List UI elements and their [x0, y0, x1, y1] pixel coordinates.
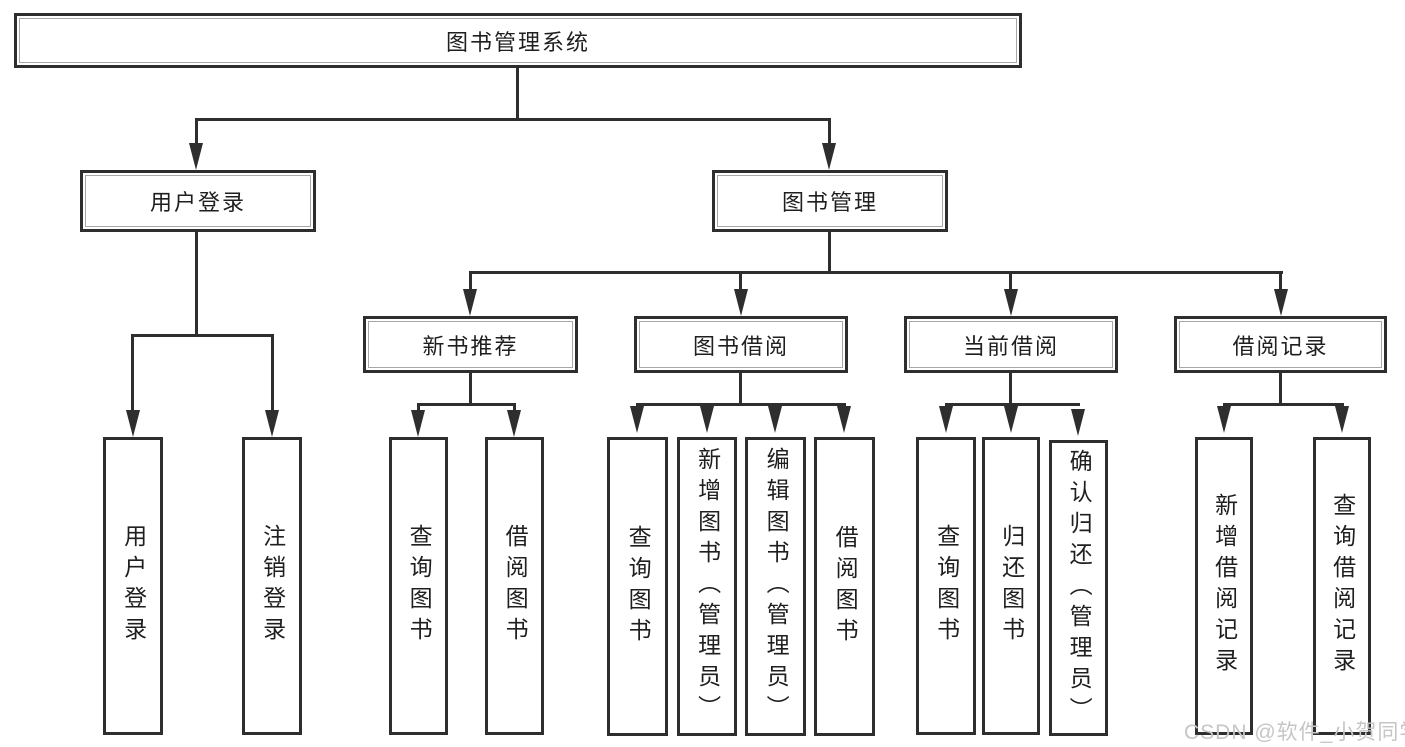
leaf-query-books-borrow-label: 查询图书 [625, 524, 652, 649]
leaf-query-books-current: 查询图书 [916, 437, 976, 735]
connector-line [469, 373, 472, 406]
connector-arrow [189, 143, 203, 170]
connector-line [516, 68, 519, 120]
connector-arrow [630, 406, 644, 433]
connector-line [828, 118, 831, 148]
leaf-add-books-admin-label: 新增图书（管理员） [694, 447, 721, 726]
connector-line [417, 403, 516, 406]
connector-arrow [463, 289, 477, 316]
connector-line [131, 334, 134, 414]
connector-line [945, 403, 1080, 406]
node-user-login: 用户登录 [80, 170, 316, 232]
leaf-add-books-admin: 新增图书（管理员） [677, 437, 737, 736]
connector-arrow [1217, 406, 1231, 433]
node-borrow-record: 借阅记录 [1174, 316, 1387, 373]
csdn-watermark: CSDN @软件_小贺同学 [1184, 721, 1405, 744]
connector-arrow [1071, 409, 1085, 436]
connector-arrow [507, 410, 521, 437]
leaf-query-books-current-label: 查询图书 [933, 524, 960, 648]
connector-line [469, 271, 1283, 274]
connector-line [195, 118, 198, 148]
connector-line [1009, 373, 1012, 406]
leaf-return-books-label: 归还图书 [998, 524, 1025, 648]
connector-line [739, 271, 742, 293]
leaf-confirm-return-admin: 确认归还（管理员） [1049, 440, 1108, 736]
connector-arrow [1004, 289, 1018, 316]
connector-arrow [734, 289, 748, 316]
node-new-book-recommend-label: 新书推荐 [422, 333, 519, 359]
node-borrow-record-label: 借阅记录 [1232, 333, 1329, 359]
connector-line [417, 403, 420, 415]
connector-line [131, 334, 274, 337]
connector-arrow [700, 406, 714, 433]
connector-arrow [837, 406, 851, 433]
leaf-edit-books-admin-label: 编辑图书（管理员） [763, 447, 790, 726]
leaf-borrow-books: 借阅图书 [814, 437, 875, 736]
leaf-user-login-label: 用户登录 [120, 524, 147, 648]
leaf-borrow-books-recommend: 借阅图书 [485, 437, 544, 735]
connector-line [513, 403, 516, 415]
leaf-query-borrow-record: 查询借阅记录 [1313, 437, 1371, 735]
connector-line [739, 373, 742, 406]
connector-line [1009, 271, 1012, 293]
connector-arrow [1004, 406, 1018, 433]
connector-arrow [126, 410, 140, 437]
connector-arrow [1335, 406, 1349, 433]
node-new-book-recommend: 新书推荐 [363, 316, 578, 373]
leaf-edit-books-admin: 编辑图书（管理员） [745, 437, 806, 736]
leaf-query-borrow-record-label: 查询借阅记录 [1329, 493, 1356, 679]
node-user-login-label: 用户登录 [149, 190, 246, 215]
leaf-borrow-books-label: 借阅图书 [832, 524, 859, 649]
node-library-system-label: 图书管理系统 [445, 29, 590, 55]
leaf-query-books-borrow: 查询图书 [607, 437, 668, 736]
leaf-borrow-books-recommend-label: 借阅图书 [502, 524, 529, 648]
connector-arrow [411, 410, 425, 437]
leaf-add-borrow-record-label: 新增借阅记录 [1211, 493, 1238, 679]
leaf-user-login: 用户登录 [103, 437, 163, 735]
leaf-logout-login-label: 注销登录 [259, 524, 286, 648]
connector-line [828, 232, 831, 274]
leaf-return-books: 归还图书 [982, 437, 1040, 735]
node-book-borrow-label: 图书借阅 [692, 333, 789, 359]
leaf-query-books-recommend: 查询图书 [389, 437, 448, 735]
connector-line [1279, 271, 1282, 293]
node-book-management: 图书管理 [712, 170, 948, 232]
connector-line [1223, 403, 1344, 406]
node-current-borrow: 当前借阅 [904, 316, 1118, 373]
connector-line [271, 334, 274, 414]
node-library-system: 图书管理系统 [14, 13, 1022, 68]
leaf-confirm-return-admin-label: 确认归还（管理员） [1066, 448, 1093, 728]
leaf-query-books-recommend-label: 查询图书 [406, 524, 433, 648]
node-current-borrow-label: 当前借阅 [962, 333, 1059, 359]
leaf-add-borrow-record: 新增借阅记录 [1195, 437, 1253, 735]
connector-arrow [768, 406, 782, 433]
connector-line [195, 118, 831, 121]
node-book-borrow: 图书借阅 [634, 316, 848, 373]
connector-arrow [1274, 289, 1288, 316]
node-book-management-label: 图书管理 [781, 190, 878, 215]
connector-line [195, 232, 198, 337]
connector-line [636, 403, 846, 406]
leaf-logout-login: 注销登录 [242, 437, 302, 735]
connector-line [1279, 373, 1282, 406]
connector-line [469, 271, 472, 293]
connector-arrow [822, 143, 836, 170]
connector-arrow [265, 410, 279, 437]
connector-arrow [939, 406, 953, 433]
